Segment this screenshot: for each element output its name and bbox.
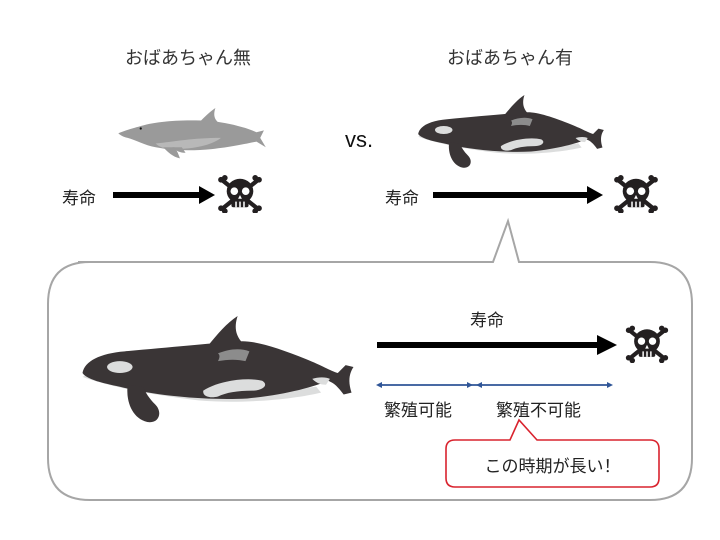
left-lifespan-label: 寿命: [62, 189, 96, 209]
right-panel-title: おばあちゃん有: [447, 48, 573, 69]
callout-text: この時期が長い！: [484, 457, 621, 477]
segment-label-infertile: 繁殖不可能: [496, 401, 581, 421]
left-panel-title: おばあちゃん無: [125, 48, 251, 69]
left-lifespan-arrow: [113, 186, 215, 204]
vs-label: vs.: [345, 127, 374, 152]
right-lifespan-arrow: [433, 186, 603, 204]
detail-lifespan-label: 寿命: [470, 311, 504, 331]
detail-lifespan-arrow: [377, 335, 617, 355]
right-lifespan-label: 寿命: [385, 189, 419, 209]
segment-label-fertile: 繁殖可能: [384, 401, 452, 421]
fertile-period-arrow: [376, 382, 613, 388]
